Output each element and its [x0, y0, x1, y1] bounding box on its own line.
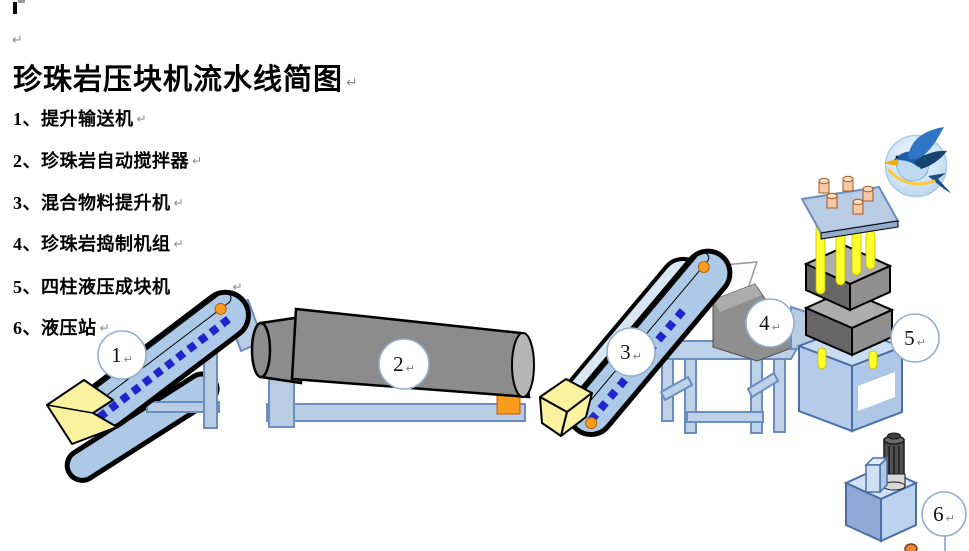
label-circle-1: 1↵	[97, 330, 147, 380]
svg-text:5↵: 5↵	[904, 326, 926, 350]
text-cursor	[13, 2, 17, 14]
station-tank	[843, 465, 919, 543]
hydraulic-station	[843, 432, 946, 551]
label-circle-3: 3↵	[606, 327, 656, 377]
station-valve-block	[864, 456, 889, 494]
press-top-plate	[800, 185, 900, 240]
press-top-cylinders	[818, 175, 874, 215]
text-cursor-tick	[18, 0, 25, 3]
drum-end-cap	[511, 332, 535, 398]
belt-cleats	[97, 316, 231, 421]
press-short-column	[817, 347, 827, 370]
head-roller	[214, 302, 227, 315]
press-base-window	[858, 372, 895, 411]
label-circle-6: 6↵	[921, 491, 967, 537]
feed-hopper-1	[46, 379, 118, 445]
bird-logo	[883, 127, 951, 198]
hydraulic-press	[790, 175, 905, 433]
paragraph-mark: ↵	[12, 33, 23, 48]
label-circle-2: 2↵	[378, 338, 430, 390]
page-title: 珍珠岩压块机流水线简图↵	[13, 64, 359, 96]
svg-text:4↵: 4↵	[759, 311, 781, 335]
bird-tail	[928, 173, 951, 193]
legend-item-2: 2、珍珠岩自动搅拌器↵	[13, 151, 203, 171]
legend-item-3: 3、混合物料提升机↵	[13, 193, 185, 213]
label-circle-5: 5↵	[890, 313, 940, 363]
press-short-column	[868, 350, 878, 370]
paragraph-mark: ↵	[173, 237, 185, 251]
feed-hopper-2	[539, 378, 593, 437]
paragraph-mark: ↵	[232, 280, 244, 294]
paragraph-mark: ↵	[173, 196, 185, 210]
legend-item-1: 1、提升输送机↵	[13, 109, 148, 129]
svg-text:6↵: 6↵	[933, 502, 955, 526]
legend-item-6: 6、液压站↵	[13, 318, 111, 338]
bird-beak	[883, 159, 898, 166]
svg-text:2↵: 2↵	[393, 352, 415, 376]
bird-eye	[895, 155, 899, 159]
station-motor	[882, 432, 906, 491]
tail-roller	[585, 417, 598, 430]
legend-item-5: 5、四柱液压成块机↵	[13, 277, 244, 297]
svg-text:3↵: 3↵	[620, 340, 642, 364]
head-roller	[697, 261, 710, 274]
paragraph-mark: ↵	[346, 75, 359, 91]
svg-text:1↵: 1↵	[111, 343, 133, 367]
label-circle-4: 4↵	[745, 298, 795, 348]
clipped-orange-shape	[904, 543, 918, 551]
funnel-gray-top	[713, 284, 762, 312]
paragraph-mark: ↵	[192, 154, 203, 168]
drum-inlet-cylinder	[250, 315, 303, 385]
bird-wing-upper	[908, 127, 944, 160]
legend-item-4: 4、珍珠岩捣制机组↵	[13, 234, 185, 254]
bird-wing-lower	[914, 150, 947, 169]
paragraph-mark: ↵	[99, 321, 111, 335]
bird-swoosh	[887, 168, 936, 186]
paragraph-mark: ↵	[136, 112, 148, 126]
